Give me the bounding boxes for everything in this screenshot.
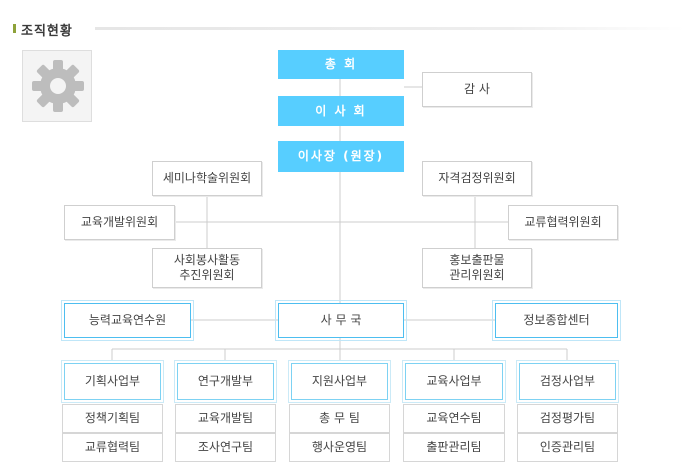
secretariat-box: 사 무 국 xyxy=(275,300,407,341)
page-title: 조직현황 xyxy=(21,24,73,39)
department-box: 지원사업부 xyxy=(288,360,391,403)
seminar-committee-box: 세미나학술위원회 xyxy=(152,161,262,196)
team-box: 교류협력팀 xyxy=(62,433,163,462)
title-bullet xyxy=(13,24,16,33)
department-box: 검정사업부 xyxy=(516,360,619,403)
chairman-box: 이사장 (원장) xyxy=(278,141,404,172)
team-box: 인증관리팀 xyxy=(517,433,618,462)
capacity-institute-box: 능력교육연수원 xyxy=(61,300,194,341)
gear-icon xyxy=(32,60,84,112)
team-box: 행사운영팀 xyxy=(289,433,390,462)
team-box: 정책기획팀 xyxy=(62,404,163,433)
social-service-committee-box: 사회봉사활동 추진위원회 xyxy=(152,248,262,288)
department-box: 연구개발부 xyxy=(174,360,277,403)
team-box: 조사연구팀 xyxy=(175,433,276,462)
team-box: 출판관리팀 xyxy=(403,433,505,462)
education-dev-committee-box: 교육개발위원회 xyxy=(64,205,175,240)
exchange-committee-box: 교류협력위원회 xyxy=(508,205,618,240)
department-box: 교육사업부 xyxy=(402,360,506,403)
board-box: 이 사 회 xyxy=(278,96,404,126)
certification-committee-box: 자격검정위원회 xyxy=(422,161,532,196)
auditor-box: 감 사 xyxy=(422,72,532,107)
team-box: 교육연수팀 xyxy=(403,404,505,433)
publicity-committee-box: 홍보출판물 관리위원회 xyxy=(422,248,532,288)
department-box: 기획사업부 xyxy=(61,360,164,403)
info-center-box: 정보종합센터 xyxy=(492,300,621,341)
team-box: 교육개발팀 xyxy=(175,404,276,433)
gear-icon-box xyxy=(22,50,92,122)
team-box: 총 무 팀 xyxy=(289,404,390,433)
general-assembly-box: 총 회 xyxy=(278,50,404,79)
team-box: 검정평가팀 xyxy=(517,404,618,433)
title-divider xyxy=(95,27,685,30)
